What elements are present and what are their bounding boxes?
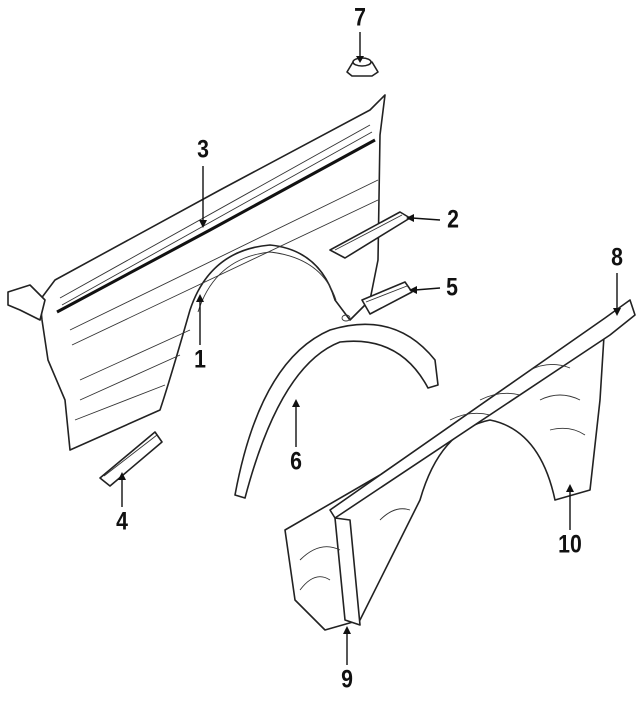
callout-10[interactable]: 10: [558, 530, 582, 559]
callout-2[interactable]: 2: [447, 205, 459, 234]
wheel-molding-part-6[interactable]: [234, 323, 439, 499]
callout-5[interactable]: 5: [446, 273, 458, 302]
leader-lines: [118, 32, 621, 665]
callout-1[interactable]: 1: [194, 345, 206, 374]
molding-part-5[interactable]: [361, 281, 413, 315]
fender-part-10[interactable]: [284, 299, 636, 631]
callout-9[interactable]: 9: [341, 665, 353, 694]
molding-part-4[interactable]: [99, 431, 163, 487]
callout-4[interactable]: 4: [116, 507, 128, 536]
clip-part-7[interactable]: [346, 57, 379, 77]
callout-8[interactable]: 8: [611, 243, 623, 272]
fender-part-1[interactable]: [7, 94, 386, 451]
callout-3[interactable]: 3: [197, 135, 209, 164]
callout-6[interactable]: 6: [290, 447, 302, 476]
callout-7[interactable]: 7: [354, 3, 366, 32]
